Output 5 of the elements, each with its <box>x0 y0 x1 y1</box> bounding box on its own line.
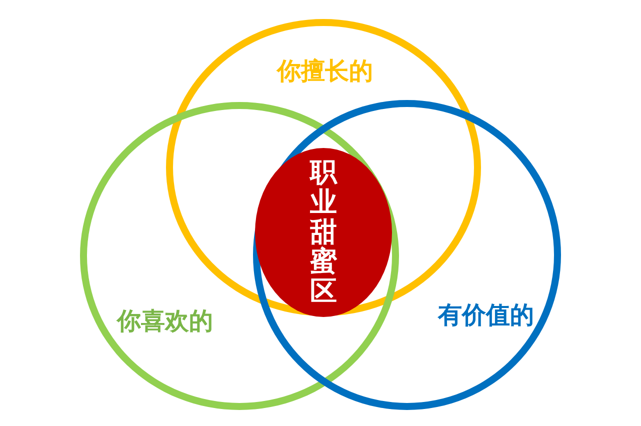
overlap-ellipse <box>255 148 392 317</box>
circle-label: 你擅长的 <box>277 59 373 83</box>
circle-label: 你喜欢的 <box>117 309 213 333</box>
ellipse-label: 职业甜蜜区 <box>310 158 337 307</box>
circle-label: 有价值的 <box>438 303 534 327</box>
